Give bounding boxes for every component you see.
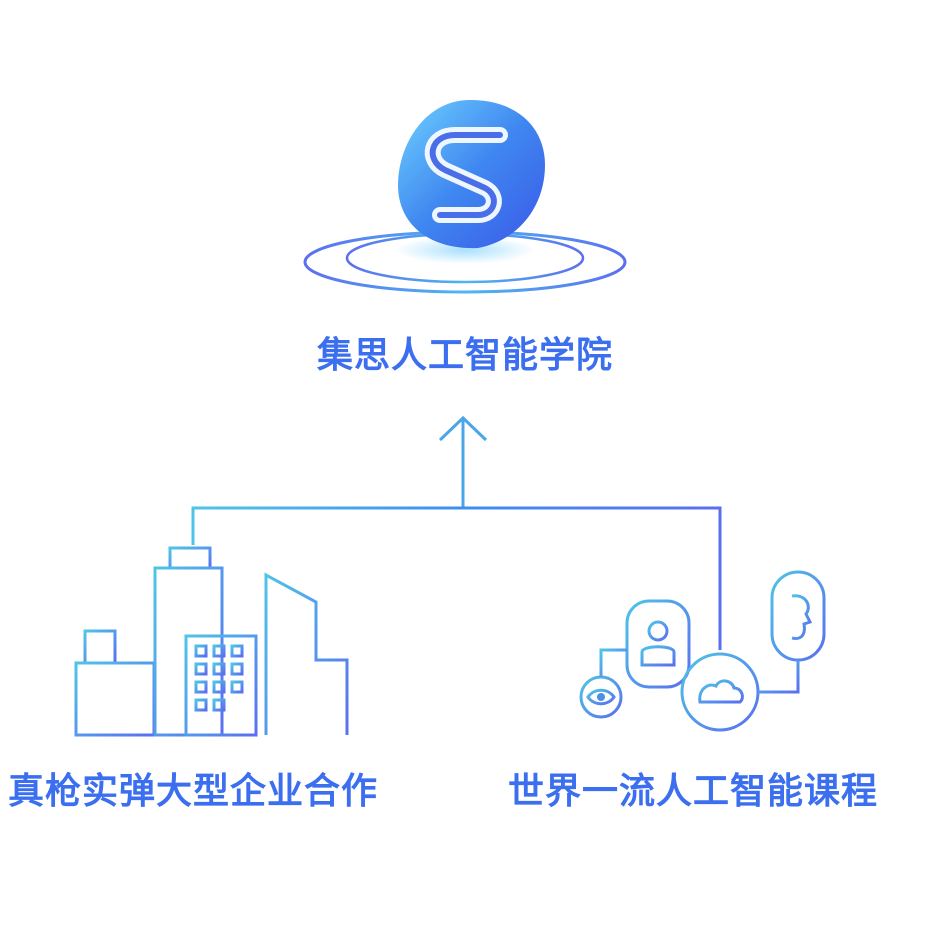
person-icon <box>625 599 691 689</box>
ai-courses-label: 世界一流人工智能课程 <box>508 771 879 812</box>
ai-brain-network-icon <box>579 570 826 732</box>
head-profile-icon <box>770 570 826 662</box>
up-arrow-icon <box>438 415 488 442</box>
connector-lines <box>191 415 722 650</box>
academy-title: 集思人工智能学院 <box>316 335 613 376</box>
brain-icon <box>680 652 760 732</box>
s-logo-icon <box>398 100 545 249</box>
enterprise-cooperation-label: 真枪实弹大型企业合作 <box>8 771 379 812</box>
city-buildings-icon <box>74 546 349 737</box>
